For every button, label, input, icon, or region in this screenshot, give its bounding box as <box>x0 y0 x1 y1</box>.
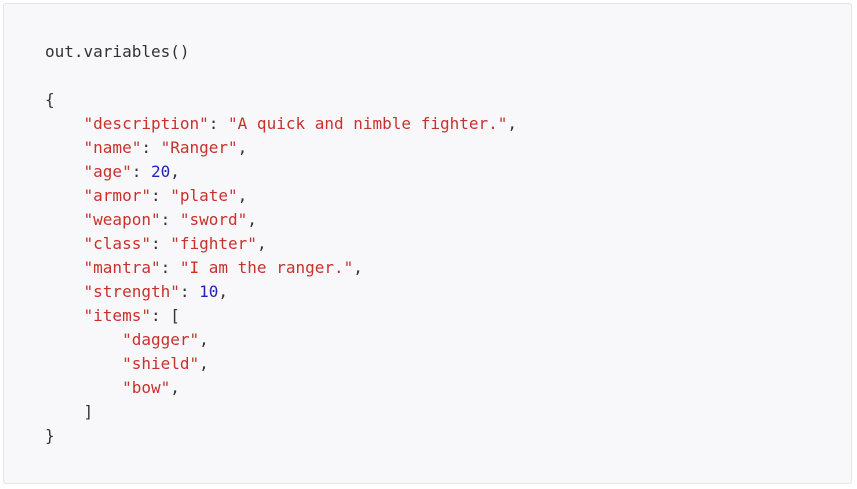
json-array-item-shield: "shield", <box>122 354 209 373</box>
close-bracket: ] <box>83 402 94 421</box>
json-key: "mantra" <box>83 258 161 277</box>
code-line-open-brace: { <box>45 88 517 112</box>
json-value: "plate" <box>170 186 238 205</box>
json-array-item-dagger: "dagger", <box>122 330 209 349</box>
json-entry-weapon: "weapon": "sword", <box>83 210 257 229</box>
json-key: "items" <box>83 306 151 325</box>
code-line-blank <box>45 64 517 88</box>
json-entry-items: "items": [ <box>83 306 180 325</box>
json-array-value: "bow" <box>122 378 171 397</box>
code-block: out.variables() { "description": "A quic… <box>3 3 852 484</box>
code-line-call: out.variables() <box>45 40 517 64</box>
open-brace: { <box>45 90 55 109</box>
json-key: "class" <box>83 234 151 253</box>
code-output: out.variables() { "description": "A quic… <box>45 40 517 448</box>
json-key: "age" <box>83 162 132 181</box>
json-key: "name" <box>83 138 142 157</box>
code-line-close-bracket: ] <box>45 400 517 424</box>
json-array-item-bow: "bow", <box>122 378 180 397</box>
json-value: 20 <box>150 162 171 181</box>
json-value: "fighter" <box>170 234 257 253</box>
json-entry-mantra: "mantra": "I am the ranger.", <box>83 258 363 277</box>
json-entry-name: "name": "Ranger", <box>83 138 248 157</box>
json-entry-armor: "armor": "plate", <box>83 186 248 205</box>
json-value: "Ranger" <box>160 138 238 157</box>
call-expression: out.variables() <box>45 42 190 61</box>
json-entry-class: "class": "fighter", <box>83 234 267 253</box>
json-key: "description" <box>83 114 209 133</box>
json-entry-age: "age": 20, <box>83 162 180 181</box>
close-brace: } <box>45 426 55 445</box>
json-key: "armor" <box>83 186 151 205</box>
json-value: "sword" <box>179 210 248 229</box>
code-line-close-brace: } <box>45 424 517 448</box>
open-bracket: [ <box>170 306 180 325</box>
json-value: "I am the ranger." <box>179 258 354 277</box>
json-entry-description: "description": "A quick and nimble fight… <box>83 114 518 133</box>
json-key: "weapon" <box>83 210 161 229</box>
json-array-value: "shield" <box>122 354 200 373</box>
json-value: "A quick and nimble fighter." <box>228 114 508 133</box>
json-value: 10 <box>199 282 219 301</box>
json-key: "strength" <box>83 282 180 301</box>
json-entry-strength: "strength": 10, <box>83 282 229 301</box>
json-array-value: "dagger" <box>122 330 200 349</box>
